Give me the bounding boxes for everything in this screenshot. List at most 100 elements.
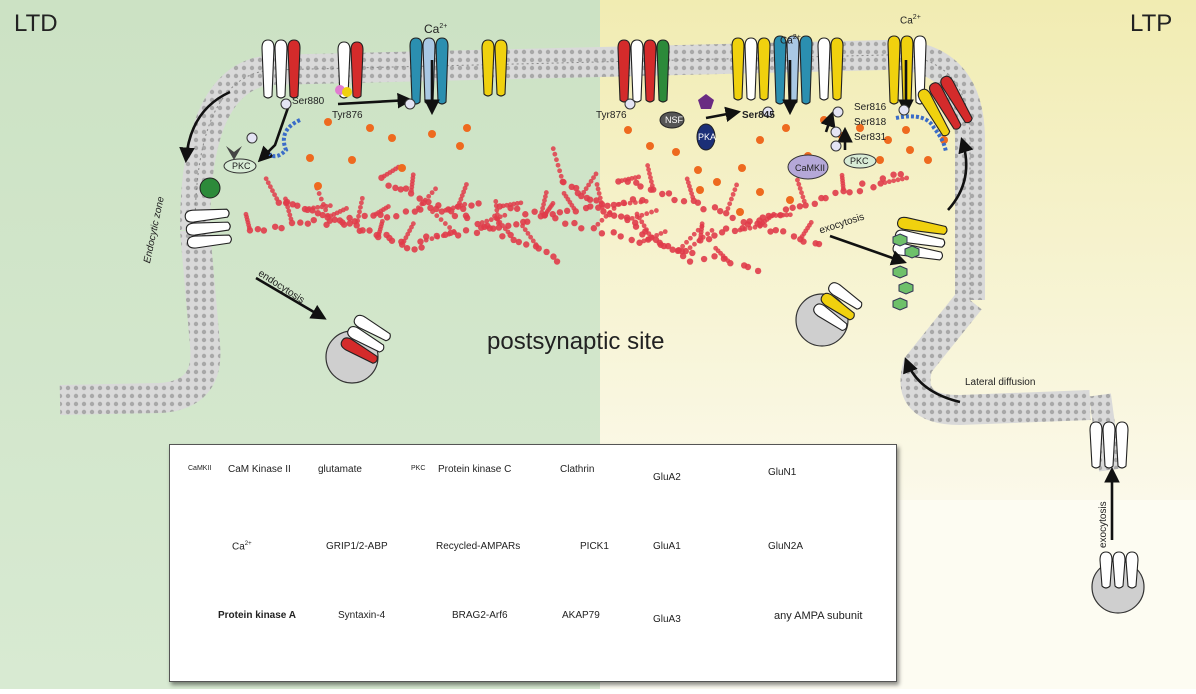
actin-bead — [633, 179, 640, 186]
actin-bead — [417, 238, 424, 245]
actin-bead — [513, 221, 520, 228]
ser880-label: Ser880 — [292, 96, 325, 107]
actin-bead — [533, 242, 539, 248]
actin-bead — [318, 196, 324, 202]
legend-pkc: Protein kinase C — [438, 464, 512, 475]
actin-bead — [691, 231, 697, 237]
actin-bead — [462, 185, 468, 191]
receptor-ampa-right2 — [817, 37, 844, 101]
actin-bead — [846, 189, 853, 196]
actin-bead — [649, 183, 655, 188]
calcium-ion — [736, 208, 744, 216]
actin-bead — [646, 231, 652, 237]
receptor-subunit — [929, 82, 962, 130]
actin-bead — [286, 208, 292, 214]
actin-bead — [397, 186, 404, 193]
actin-bead — [705, 235, 713, 243]
actin-bead — [530, 238, 536, 244]
receptor-endocytic — [184, 208, 232, 249]
receptor-subunit — [757, 37, 771, 101]
actin-bead — [772, 226, 779, 234]
calcium-ion — [876, 156, 884, 164]
actin-bead — [553, 258, 561, 265]
receptor-subunit — [1089, 421, 1103, 469]
actin-bead — [732, 187, 738, 193]
actin-bead — [636, 174, 642, 180]
calcium-ion — [348, 156, 356, 164]
actin-bead — [271, 223, 279, 230]
actin-bead — [780, 228, 787, 235]
actin-bead — [297, 219, 304, 226]
actin-bead — [658, 231, 664, 236]
calcium-ion — [306, 154, 314, 162]
glutamate-marker — [624, 98, 636, 110]
glutamate-marker — [404, 98, 416, 110]
calcium-ion — [738, 164, 746, 172]
legend-grip: GRIP1/2-ABP — [326, 541, 388, 552]
receptor-subunit — [817, 37, 831, 101]
actin-bead — [263, 176, 269, 182]
actin-bead — [593, 171, 599, 177]
actin-bead — [435, 202, 442, 209]
actin-bead — [644, 227, 649, 233]
actin-bead — [595, 204, 602, 211]
actin-bead — [550, 253, 557, 260]
actin-bead — [654, 232, 660, 238]
actin-bead — [287, 212, 293, 218]
actin-bead — [310, 216, 317, 224]
actin-bead — [617, 233, 624, 240]
calcium-ion — [782, 124, 790, 132]
actin-bead — [319, 211, 326, 219]
actin-bead — [800, 194, 806, 200]
actin-bead — [488, 217, 494, 223]
actin-bead — [434, 213, 440, 219]
actin-bead — [361, 212, 368, 220]
actin-bead — [747, 225, 753, 231]
actin-bead — [723, 210, 730, 217]
actin-bead — [588, 178, 594, 184]
actin-bead — [767, 228, 774, 235]
actin-bead — [639, 196, 646, 204]
legend-glun1: GluN1 — [768, 467, 797, 478]
tyr876-right-label: Tyr876 — [596, 110, 627, 121]
actin-bead — [274, 196, 280, 202]
pkc-right-tag: PKC — [850, 156, 869, 166]
actin-bead — [358, 204, 363, 210]
postsynaptic-title: postsynaptic site — [487, 328, 665, 355]
actin-bead — [515, 238, 523, 246]
actin-bead — [468, 202, 475, 209]
arrow — [829, 234, 907, 266]
actin-bead — [451, 229, 457, 234]
actin-bead — [411, 208, 419, 215]
membrane-left — [59, 228, 221, 415]
calcium-ion — [713, 178, 721, 186]
pkc-oval-right — [843, 153, 877, 169]
actin-bead — [904, 175, 910, 181]
actin-bead — [442, 231, 449, 238]
actin-bead — [541, 211, 549, 219]
receptor-glua1-far-right — [887, 35, 927, 105]
receptor-subunit — [656, 39, 670, 103]
receptor-ampa-left2 — [337, 41, 364, 99]
actin-bead — [522, 211, 529, 218]
actin-bead — [418, 244, 425, 251]
actin-bead — [288, 216, 294, 222]
actin-bead — [479, 220, 485, 225]
misc-proteins — [199, 85, 1145, 614]
actin-bead — [486, 225, 493, 232]
receptor-glua1-right — [731, 37, 771, 101]
actin-bead — [304, 220, 312, 227]
receptor-subunit — [744, 37, 758, 101]
actin-bead — [447, 225, 453, 230]
endocytic-protein — [199, 177, 221, 199]
actin-bead — [359, 227, 366, 234]
actin-bead — [272, 192, 277, 198]
actin-bead — [636, 239, 643, 246]
actin-bead — [385, 204, 391, 209]
receptor-subunit — [353, 314, 391, 342]
actin-bead — [429, 190, 435, 196]
actin-bead — [563, 207, 571, 215]
calcium-ion — [856, 124, 864, 132]
actin-bead — [581, 189, 587, 195]
receptor-subunit — [887, 35, 901, 105]
